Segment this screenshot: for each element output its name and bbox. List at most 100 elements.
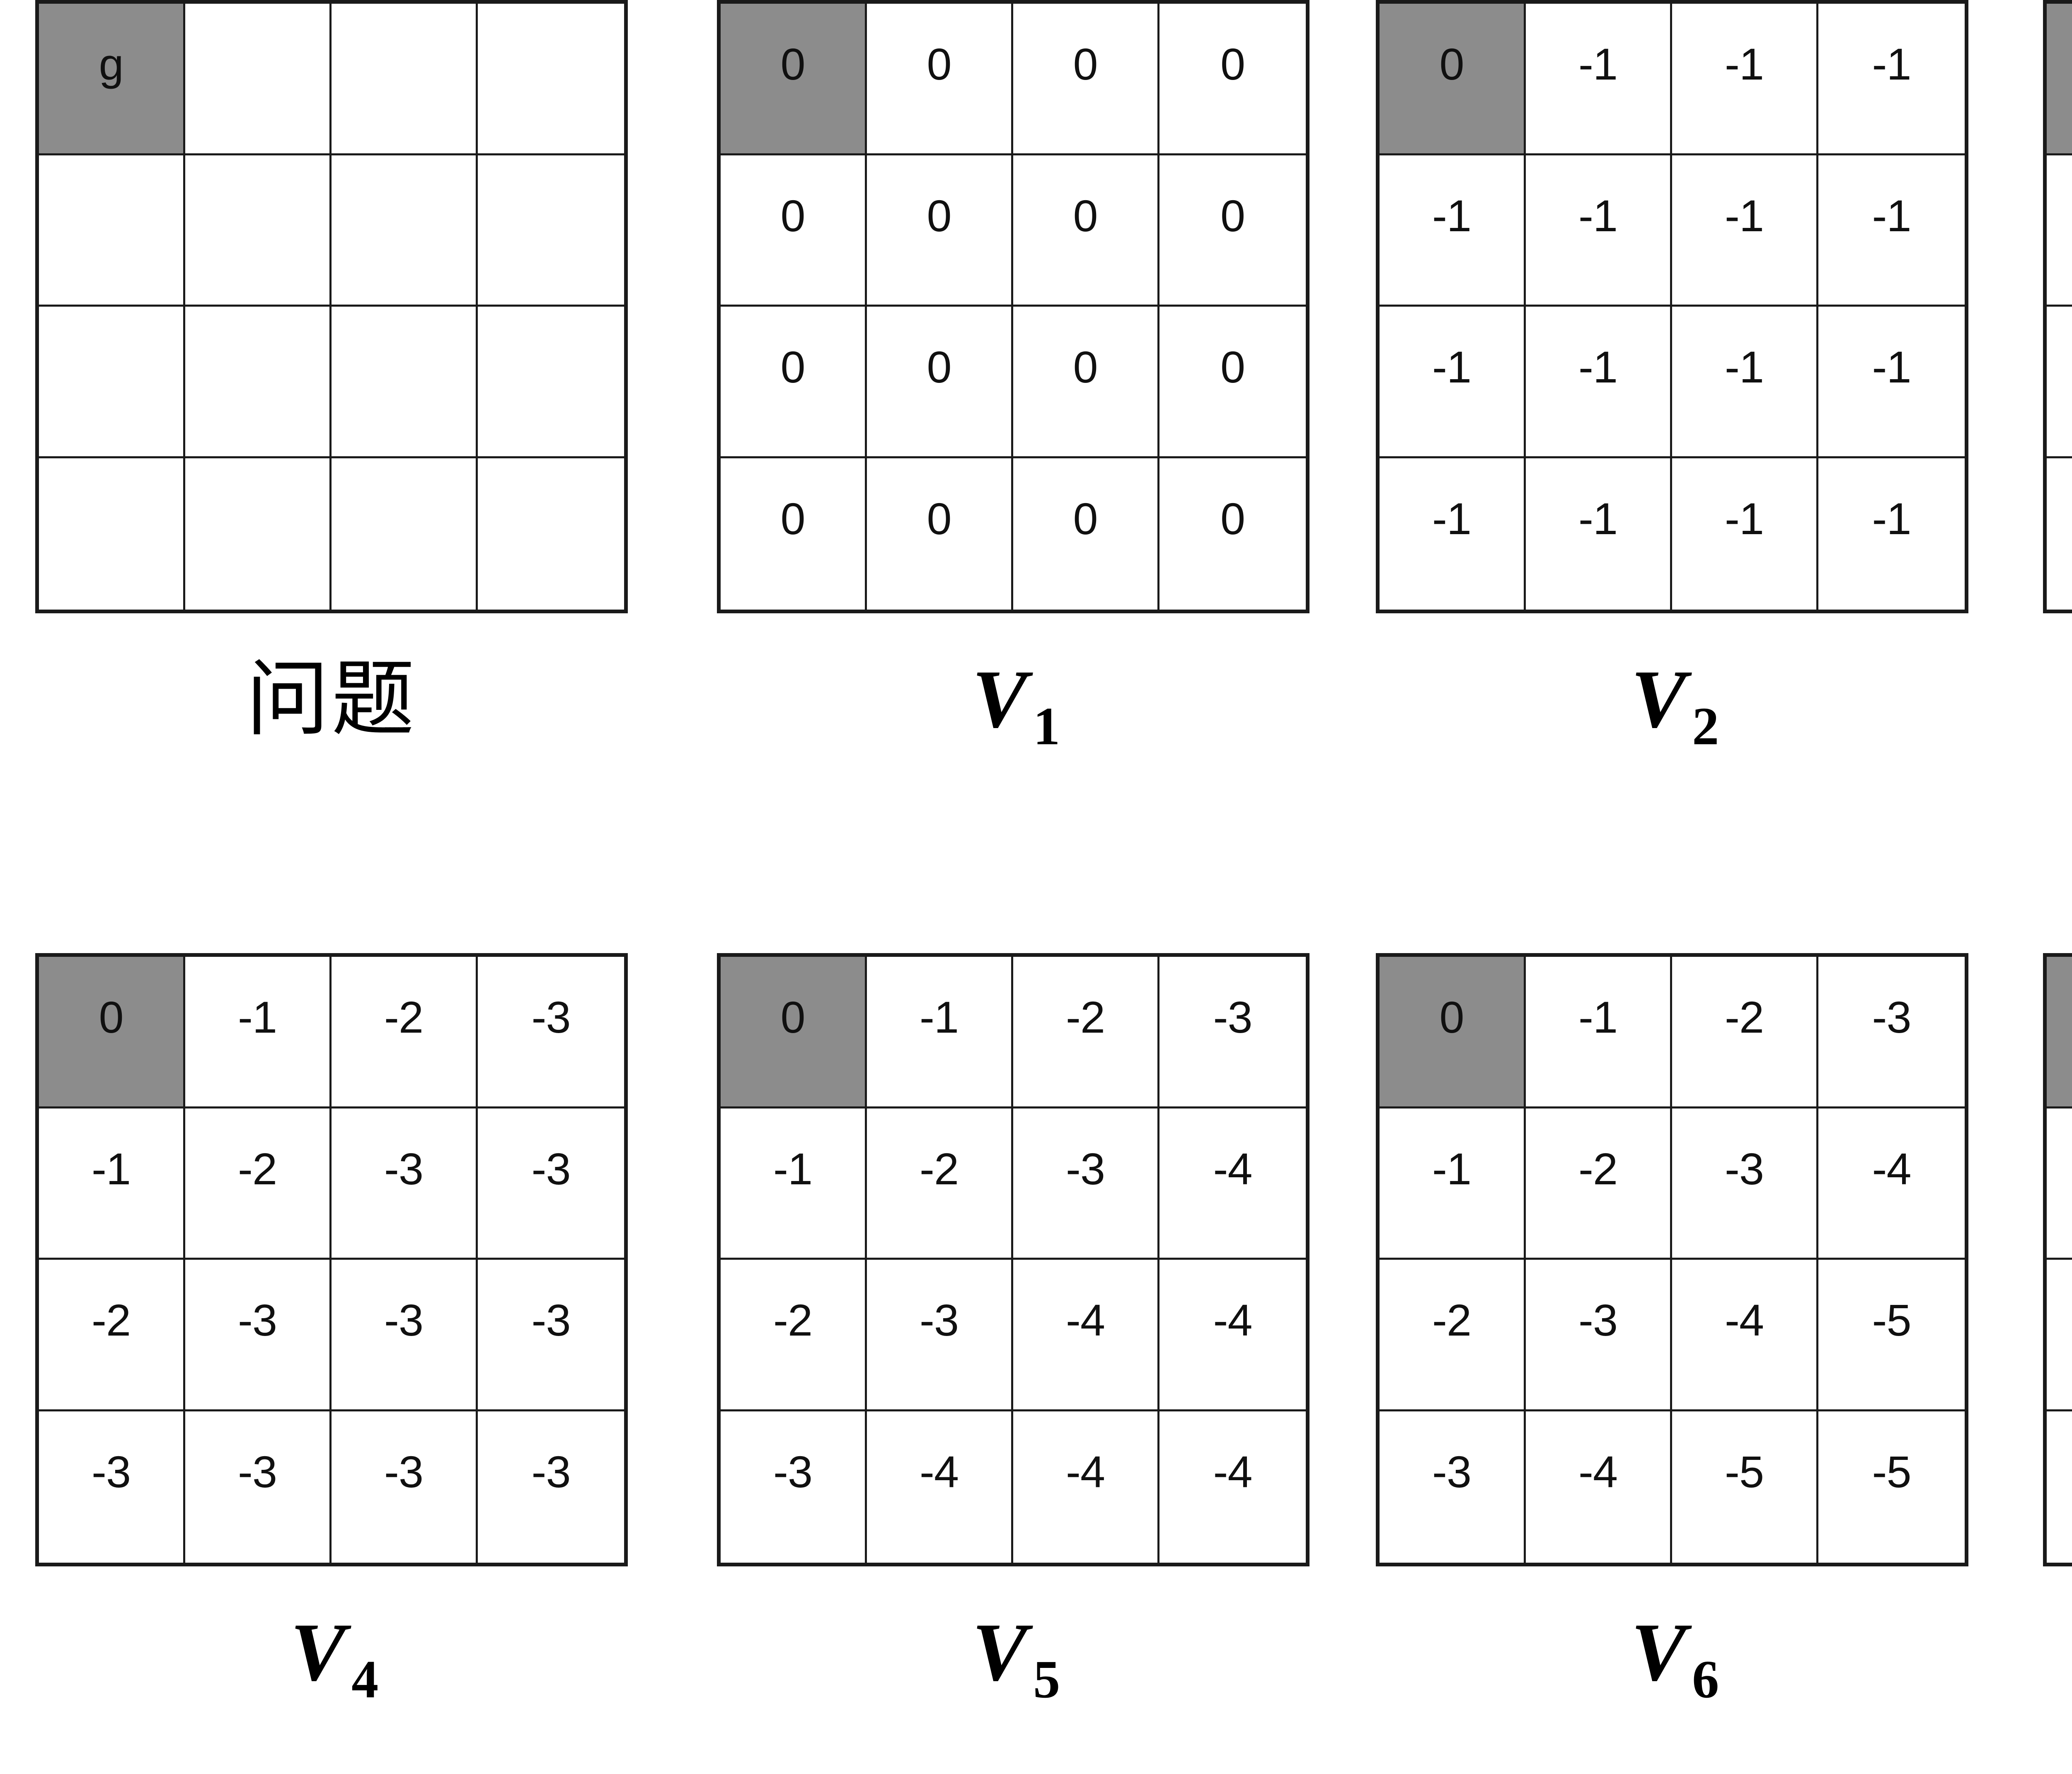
grid-cell: -2 <box>721 1260 867 1411</box>
grid-cell: -4 <box>1013 1411 1159 1563</box>
grid-v5: 0-1-2-3-1-2-3-4-2-3-4-4-3-4-4-4 <box>717 953 1310 1566</box>
grid-cell: -1 <box>2047 1108 2072 1260</box>
grid-cell: -1 <box>2047 155 2072 307</box>
grid-cell <box>39 458 185 610</box>
grid-cell: -2 <box>1013 957 1159 1108</box>
grid-cell: -1 <box>1526 307 1672 458</box>
grid-cell: -4 <box>1672 1260 1818 1411</box>
grid-cell: 0 <box>867 4 1013 155</box>
grid-cell: -1 <box>1526 4 1672 155</box>
grid-cell: -3 <box>39 1411 185 1563</box>
grid-cell-start: 0 <box>39 957 185 1108</box>
grid-cell-start: 0 <box>2047 957 2072 1108</box>
grid-cell: 0 <box>721 155 867 307</box>
grid-cell <box>478 307 624 458</box>
panel-v3: 0-1-2-2-1-2-2-2-2-2-2-2-2-2-2-2V3 <box>2043 0 2072 854</box>
grid-cell-start: 0 <box>721 957 867 1108</box>
grid-cell: -1 <box>1818 307 1965 458</box>
grid-cell: -3 <box>478 1411 624 1563</box>
grid-cell: 0 <box>721 458 867 610</box>
grid-cell: 0 <box>1013 307 1159 458</box>
panel-problem: g 问题 <box>35 0 628 854</box>
grid-problem: g <box>35 0 628 613</box>
grid-cell <box>39 155 185 307</box>
grid-cell: -3 <box>478 1260 624 1411</box>
grid-cell: -1 <box>1526 155 1672 307</box>
grid-cell: -3 <box>1380 1411 1526 1563</box>
grid-cell: -2 <box>1672 957 1818 1108</box>
grid-cell: -3 <box>332 1108 478 1260</box>
grid-cell: -2 <box>185 1108 332 1260</box>
grid-cell: 0 <box>867 458 1013 610</box>
grid-cell: -2 <box>39 1260 185 1411</box>
grid-cell: -3 <box>332 1411 478 1563</box>
grid-cell <box>478 155 624 307</box>
grid-cell: -3 <box>1159 957 1306 1108</box>
grid-cell: -4 <box>1159 1411 1306 1563</box>
grid-cell: -1 <box>1672 458 1818 610</box>
caption-subscript: 5 <box>1033 1650 1060 1709</box>
grid-cell: -1 <box>185 957 332 1108</box>
grid-cell: 0 <box>1159 155 1306 307</box>
grid-cell: -2 <box>1526 1108 1672 1260</box>
grid-cell: 0 <box>721 307 867 458</box>
grid-cell: -1 <box>39 1108 185 1260</box>
grid-cell <box>185 307 332 458</box>
grid-v6: 0-1-2-3-1-2-3-4-2-3-4-5-3-4-5-5 <box>1376 953 1968 1566</box>
grid-cell: -1 <box>867 957 1013 1108</box>
grid-cell: 0 <box>1159 458 1306 610</box>
caption-symbol: V <box>1631 653 1687 745</box>
grid-cell: -1 <box>1672 307 1818 458</box>
grid-v2: 0-1-1-1-1-1-1-1-1-1-1-1-1-1-1-1 <box>1376 0 1968 613</box>
grid-cell: -2 <box>2047 458 2072 610</box>
grid-cell <box>39 307 185 458</box>
grid-cell: -3 <box>1672 1108 1818 1260</box>
caption-symbol: V <box>972 1607 1028 1698</box>
grid-cell: -3 <box>1818 957 1965 1108</box>
grid-cell: -3 <box>867 1260 1013 1411</box>
caption-symbol: V <box>972 653 1028 745</box>
panel-caption-v7: V7 <box>2043 1611 2072 1740</box>
grid-cell: -1 <box>1380 458 1526 610</box>
panel-caption-problem: 问题 <box>35 658 628 787</box>
grid-cell: 0 <box>1013 458 1159 610</box>
grid-cell: -1 <box>1526 957 1672 1108</box>
grid-cell: -3 <box>185 1260 332 1411</box>
grid-cell: 0 <box>867 307 1013 458</box>
caption-subscript: 6 <box>1692 1650 1719 1709</box>
panel-caption-v3: V3 <box>2043 658 2072 787</box>
grid-cell: -3 <box>1013 1108 1159 1260</box>
grid-cell <box>185 4 332 155</box>
grid-cell: 0 <box>1159 4 1306 155</box>
grid-cell: -2 <box>2047 1260 2072 1411</box>
grid-cell <box>185 458 332 610</box>
grid-cell: -1 <box>1380 1108 1526 1260</box>
caption-text: 问题 <box>246 651 417 748</box>
grid-cell: -3 <box>721 1411 867 1563</box>
grid-cell: -1 <box>1818 4 1965 155</box>
grid-cell: 0 <box>1013 155 1159 307</box>
grid-cell: -4 <box>1159 1260 1306 1411</box>
grid-cell-start: 0 <box>721 4 867 155</box>
caption-subscript: 2 <box>1692 697 1719 756</box>
grid-cell: -1 <box>1818 155 1965 307</box>
grid-cell: -2 <box>2047 307 2072 458</box>
grid-cell <box>332 4 478 155</box>
grid-cell: -1 <box>1526 458 1672 610</box>
caption-symbol: V <box>1631 1607 1687 1698</box>
grid-cell <box>185 155 332 307</box>
grid-cell <box>478 4 624 155</box>
grid-cell: -3 <box>2047 1411 2072 1563</box>
grid-cell: -3 <box>332 1260 478 1411</box>
grid-cell: -2 <box>332 957 478 1108</box>
grid-cell <box>332 155 478 307</box>
